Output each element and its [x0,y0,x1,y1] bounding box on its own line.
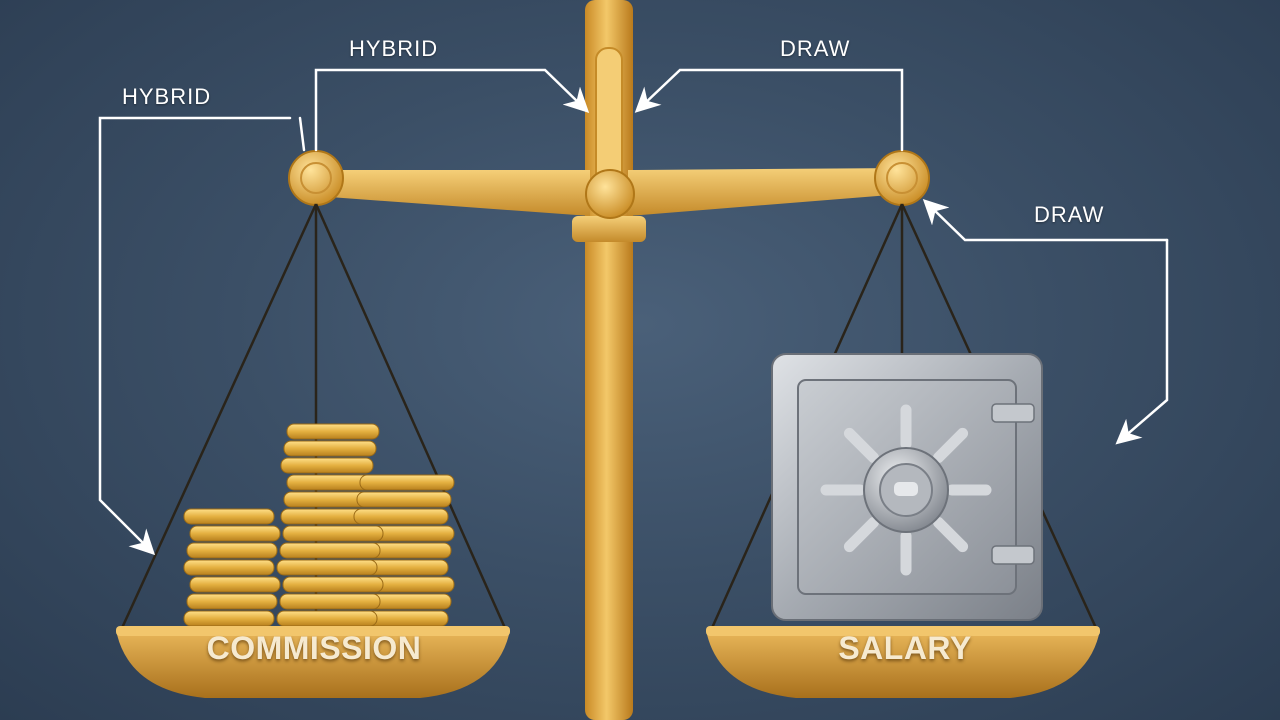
hybrid-left-label: HYBRID [122,84,212,109]
safe [771,353,1043,621]
draw-top-label: DRAW [780,36,851,61]
center-pivot [585,169,635,219]
left-pan [116,626,510,698]
left-pivot [288,150,344,206]
right-pan [706,626,1100,698]
scale-beam [316,168,902,216]
hybrid-top-label: HYBRID [349,36,439,61]
commission-label: COMMISSION [206,630,422,666]
coin-stacks [183,423,455,627]
right-pivot [874,150,930,206]
scale-pole [572,0,646,720]
annotation-arrows [98,68,1169,556]
salary-label: SALARY [838,630,972,666]
draw-right-label: DRAW [1034,202,1105,227]
safe-dial [820,404,992,576]
